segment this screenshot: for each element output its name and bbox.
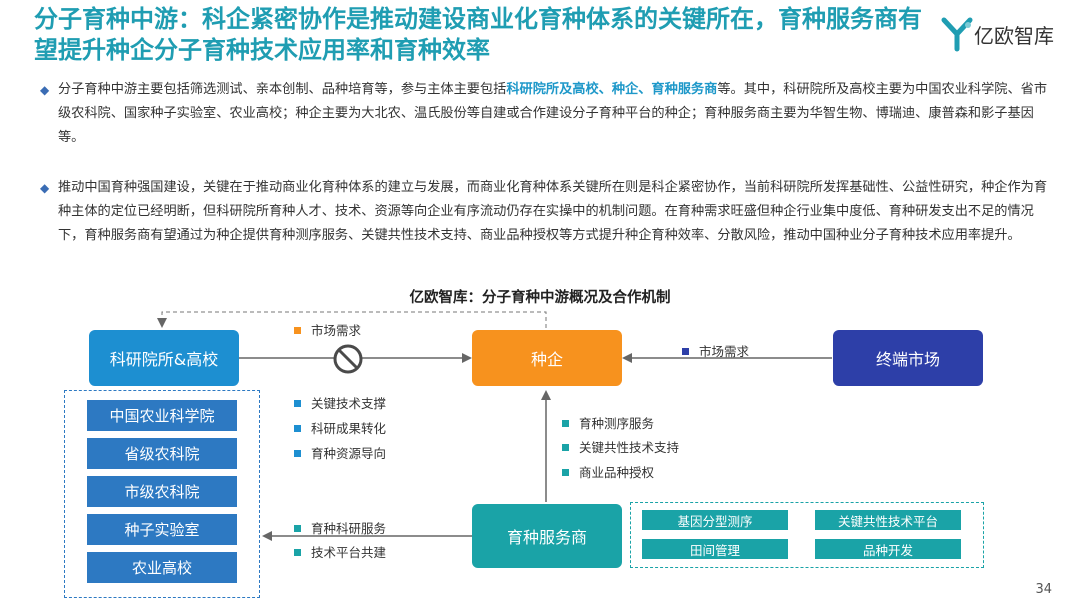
institutions-group [64, 390, 260, 598]
service-item: 关键共性技术平台 [815, 510, 961, 530]
yiou-logo-icon [941, 17, 973, 52]
diamond-bullet-icon: ◆ [40, 181, 50, 195]
page-title: 分子育种中游：科企紧密协作是推动建设商业化育种体系的关键所在，育种服务商有望提升… [34, 5, 922, 64]
blue-square-icon [294, 400, 301, 407]
label-service-tech-support: 关键共性技术支持 [562, 437, 679, 456]
label-platform-building: 技术平台共建 [294, 542, 386, 561]
paragraph-1-text: 分子育种中游主要包括筛选测试、亲本创制、品种培育等，参与主体主要包括 [58, 82, 507, 97]
label-market-demand-right: 市场需求 [682, 341, 749, 360]
blue-square-icon [294, 425, 301, 432]
label-text: 育种测序服务 [579, 416, 655, 431]
page-number: 34 [1035, 582, 1052, 597]
label-research-transfer: 科研成果转化 [294, 418, 386, 437]
label-text: 育种资源导向 [311, 446, 387, 461]
prohibited-icon [333, 344, 363, 374]
label-text: 科研成果转化 [311, 421, 387, 436]
paragraph-1: ◆ 分子育种中游主要包括筛选测试、亲本创制、品种培育等，参与主体主要包括科研院所… [40, 78, 1050, 150]
blue-square-icon [294, 450, 301, 457]
label-text: 关键技术支撑 [311, 396, 387, 411]
node-research-institutes: 科研院所&高校 [89, 330, 239, 386]
label-market-demand-top: 市场需求 [294, 320, 361, 339]
diagram-title: 亿欧智库：分子育种中游概况及合作机制 [409, 290, 671, 306]
institution-item: 种子实验室 [87, 514, 237, 545]
label-service-sequencing: 育种测序服务 [562, 413, 654, 432]
institution-item: 农业高校 [87, 552, 237, 583]
teal-square-icon [562, 420, 569, 427]
label-text: 技术平台共建 [311, 545, 387, 560]
label-service-licensing: 商业品种授权 [562, 462, 654, 481]
label-research-support: 关键技术支撑 [294, 393, 386, 412]
label-text: 育种科研服务 [311, 521, 387, 536]
brand-logo: 亿欧智库 [940, 14, 1060, 54]
service-item: 基因分型测序 [642, 510, 788, 530]
label-text: 关键共性技术支持 [579, 440, 680, 455]
diamond-bullet-icon: ◆ [40, 83, 50, 97]
teal-square-icon [562, 469, 569, 476]
service-item: 田间管理 [642, 539, 788, 559]
label-research-service: 育种科研服务 [294, 518, 386, 537]
service-item: 品种开发 [815, 539, 961, 559]
paragraph-1-text-end: 等。其中，科研院所及高校主要为中国农业科学院、省市级农科院、国家种子实验室、农业… [58, 82, 1048, 145]
label-text: 商业品种授权 [579, 465, 655, 480]
services-group [630, 502, 984, 568]
institution-item: 中国农业科学院 [87, 400, 237, 431]
teal-square-icon [294, 525, 301, 532]
teal-square-icon [294, 549, 301, 556]
node-breeding-service: 育种服务商 [472, 504, 622, 568]
node-terminal-market: 终端市场 [833, 330, 983, 386]
label-research-resources: 育种资源导向 [294, 443, 386, 462]
teal-square-icon [562, 444, 569, 451]
institution-item: 省级农科院 [87, 438, 237, 469]
paragraph-1-highlight: 科研院所及高校、种企、育种服务商 [506, 82, 718, 97]
paragraph-2: ◆ 推动中国育种强国建设，关键在于推动商业化育种体系的建立与发展，而商业化育种体… [40, 176, 1050, 248]
logo-text: 亿欧智库 [974, 24, 1054, 48]
node-seed-company: 种企 [472, 330, 622, 386]
label-text: 市场需求 [311, 323, 362, 338]
label-text: 市场需求 [699, 344, 750, 359]
paragraph-2-text: 推动中国育种强国建设，关键在于推动商业化育种体系的建立与发展，而商业化育种体系关… [58, 180, 1048, 243]
dashed-feedback-line [157, 311, 547, 328]
institution-item: 市级农科院 [87, 476, 237, 507]
navy-square-icon [682, 348, 689, 355]
orange-square-icon [294, 327, 301, 334]
